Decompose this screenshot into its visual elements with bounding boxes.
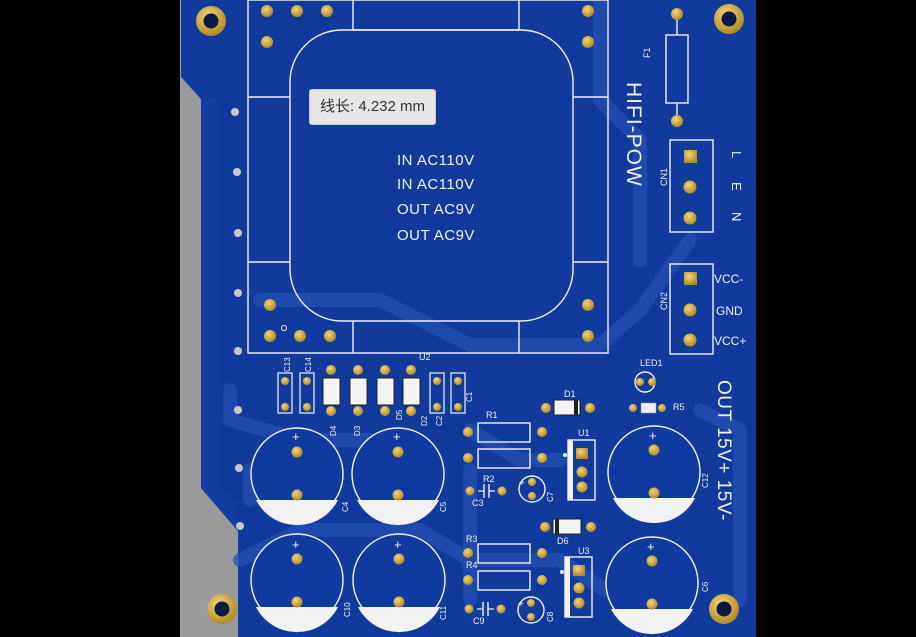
cn2-pin-vccm: VCC-	[714, 272, 743, 286]
ref-u3: U3	[578, 546, 590, 556]
ref-f1: F1	[642, 47, 652, 58]
capacitor-c6: +	[605, 536, 699, 635]
cn1-pin-e: E	[729, 182, 744, 191]
trace-length-tooltip: 线长: 4.232 mm	[309, 89, 437, 125]
ref-c11: C11	[439, 605, 448, 620]
capacitor-c11: +	[352, 533, 446, 633]
ref-d4: D4	[329, 425, 338, 436]
led1	[634, 371, 656, 393]
tooltip-text: 线长: 4.232 mm	[320, 98, 426, 115]
capacitor-c5: +	[351, 427, 445, 526]
cn1-pin-n: N	[729, 212, 744, 221]
cn1-pin-l: L	[729, 151, 744, 158]
ref-c10: C10	[343, 602, 352, 617]
regulator-u3	[560, 556, 593, 618]
svg-text:+: +	[393, 429, 401, 444]
capacitor-c8: +	[517, 596, 545, 624]
resistors-r1-r2	[463, 422, 547, 469]
transformer-text-3: OUT AC9V	[397, 201, 475, 218]
ref-c12: C12	[701, 473, 710, 488]
svg-text:+: +	[519, 478, 525, 489]
transformer-text-1: IN AC110V	[397, 152, 475, 169]
capacitor-c4: +	[250, 427, 344, 526]
connector-cn2	[669, 263, 714, 355]
ref-cn2: CN2	[659, 292, 669, 310]
ref-d3: D3	[353, 425, 362, 436]
capacitor-c3	[465, 484, 507, 498]
ref-d6: D6	[557, 536, 569, 546]
capacitor-c7: +	[518, 475, 546, 503]
ref-r3: R3	[466, 534, 478, 544]
diode-d1	[541, 399, 595, 416]
transformer-pads	[261, 5, 594, 342]
mounting-holes	[196, 4, 744, 624]
svg-text:+: +	[647, 539, 655, 554]
resistor-r5	[629, 402, 666, 414]
ref-r5: R5	[673, 402, 685, 412]
ref-c1: C1	[465, 391, 474, 402]
capacitor-c12: +	[607, 425, 701, 524]
ref-r2: R2	[483, 474, 495, 484]
ref-r1: R1	[486, 410, 498, 420]
svg-text:+: +	[292, 537, 300, 552]
capacitor-c9	[464, 602, 506, 616]
ref-c4: C4	[341, 501, 350, 512]
resistors-r3-r4	[463, 543, 547, 591]
ref-c13: C13	[283, 357, 292, 372]
board-inner-edge	[201, 99, 238, 531]
ref-d1: D1	[564, 389, 576, 399]
ref-c8: C8	[546, 611, 555, 622]
transformer-text-2: IN AC110V	[397, 176, 475, 193]
transformer-text-4: OUT AC9V	[397, 227, 475, 244]
cn2-pin-vccp: VCC+	[714, 334, 746, 348]
regulator-u1	[563, 439, 596, 501]
ref-cn1: CN1	[659, 168, 669, 186]
ref-c7: C7	[546, 491, 555, 502]
ref-c2: C2	[435, 415, 444, 426]
ref-c6: C6	[701, 581, 710, 592]
edge-vias	[231, 108, 244, 530]
ref-d2: D2	[420, 415, 429, 426]
ref-c14: C14	[304, 357, 313, 372]
svg-text:+: +	[518, 599, 524, 610]
fuse-f1	[665, 8, 689, 127]
svg-text:+: +	[292, 429, 300, 444]
output-label: OUT 15V+ 15V-	[713, 380, 734, 521]
ref-r4: R4	[466, 560, 478, 570]
cn2-pin-gnd: GND	[716, 304, 743, 318]
board-title: HIFI-POW	[622, 82, 645, 187]
component-row-u2	[277, 365, 466, 416]
connector-cn1	[669, 139, 714, 233]
ref-d5: D5	[395, 409, 404, 420]
ref-c3: C3	[472, 498, 484, 508]
svg-text:+: +	[649, 428, 657, 443]
ref-led1: LED1	[640, 358, 663, 368]
ref-u1: U1	[578, 428, 590, 438]
diode-d6	[540, 518, 596, 535]
transformer-footprint	[247, 0, 609, 354]
capacitor-c10: +	[250, 533, 344, 633]
ref-c9: C9	[473, 616, 485, 626]
svg-text:+: +	[394, 537, 402, 552]
ref-c5: C5	[439, 501, 448, 512]
ref-u2: U2	[419, 352, 431, 362]
